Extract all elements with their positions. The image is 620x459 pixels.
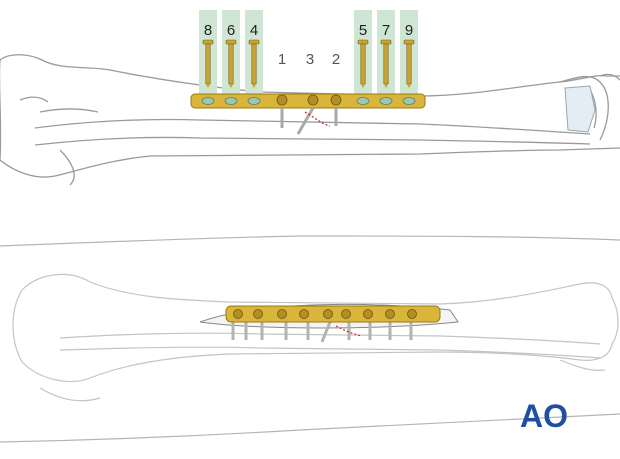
label-8: 8 <box>204 22 212 39</box>
label-1: 1 <box>278 51 286 68</box>
top-labels: 8 6 4 1 3 2 5 7 9 <box>204 22 413 68</box>
screw-icon <box>403 39 415 88</box>
top-bone-illustration <box>0 54 620 186</box>
label-3: 3 <box>306 51 314 68</box>
bottom-bone-illustration <box>12 273 619 402</box>
screw-icon <box>248 39 260 88</box>
top-screws <box>202 39 415 88</box>
top-inserted-screws <box>280 107 338 135</box>
label-9: 9 <box>405 22 413 39</box>
fracture-line-top <box>304 111 331 127</box>
screw-icon <box>225 39 237 88</box>
label-6: 6 <box>227 22 235 39</box>
ao-logo-icon: AO <box>520 398 568 434</box>
bottom-plate <box>225 305 441 323</box>
bottom-inserted-screws <box>231 321 413 343</box>
label-4: 4 <box>250 22 258 39</box>
label-5: 5 <box>359 22 367 39</box>
talus-shape <box>564 85 596 133</box>
label-7: 7 <box>382 22 390 39</box>
label-2: 2 <box>332 51 340 68</box>
leg-outline <box>0 235 620 443</box>
screw-icon <box>357 39 369 88</box>
top-plate <box>190 93 426 109</box>
fracture-line-bottom <box>335 325 363 337</box>
ao-logo-text: AO <box>520 398 568 434</box>
screw-icon <box>202 39 214 88</box>
screw-icon <box>380 39 392 88</box>
